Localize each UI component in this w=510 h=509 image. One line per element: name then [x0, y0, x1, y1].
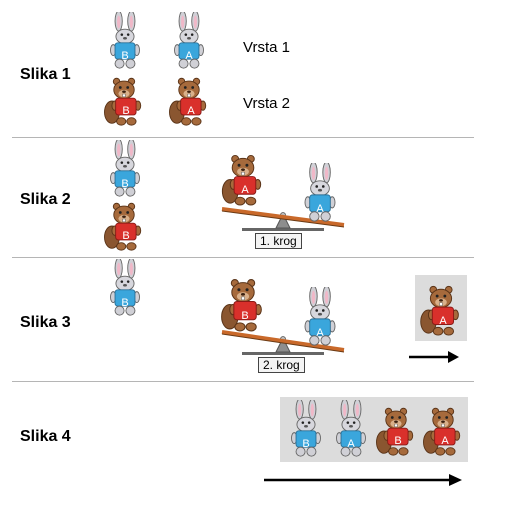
rabbit-b-figure: B [106, 140, 144, 198]
beaver-a-figure: A [221, 152, 265, 207]
shirt-letter: B [394, 435, 401, 447]
beaver-a-figure: A [168, 75, 210, 127]
shirt-letter: A [316, 327, 324, 339]
divider [12, 137, 474, 138]
slika-3-label: Slika 3 [20, 314, 71, 331]
shirt-letter: B [121, 178, 128, 190]
rabbit-a-figure: A [300, 287, 340, 347]
shirt-letter: B [241, 310, 248, 322]
krog-2-label: 2. krog [258, 357, 305, 373]
shirt-letter: B [121, 50, 128, 62]
rabbit-b-figure: B [106, 12, 144, 70]
vrsta-2-label: Vrsta 2 [243, 95, 290, 112]
divider [12, 381, 474, 382]
rabbit-a-figure: A [170, 12, 208, 70]
beaver-b-figure: B [103, 75, 145, 127]
arrow-right-icon [263, 473, 463, 487]
shirt-letter: A [187, 105, 195, 117]
slika-2-label: Slika 2 [20, 191, 71, 208]
divider [12, 257, 474, 258]
rabbit-a-figure: A [300, 163, 340, 223]
beaver-b-figure: B [103, 200, 145, 252]
shirt-letter: B [121, 297, 128, 309]
slika-1-label: Slika 1 [20, 66, 71, 83]
seesaw [218, 322, 348, 364]
shirt-letter: A [185, 50, 193, 62]
rabbit-b-figure: B [287, 400, 325, 458]
beaver-a-figure: A [418, 283, 464, 337]
beaver-a-figure: A [421, 405, 465, 457]
shirt-letter: B [122, 105, 129, 117]
shirt-letter: A [441, 435, 449, 447]
arrow-right-icon [408, 350, 460, 364]
shirt-letter: A [347, 438, 355, 450]
seesaw [218, 198, 348, 240]
rabbit-b-figure: B [106, 259, 144, 317]
shirt-letter: A [439, 315, 447, 327]
shirt-letter: B [122, 230, 129, 242]
krog-1-label: 1. krog [255, 233, 302, 249]
shirt-letter: A [316, 203, 324, 215]
shirt-letter: A [241, 184, 249, 196]
beaver-b-figure: B [220, 276, 266, 333]
vrsta-1-label: Vrsta 1 [243, 39, 290, 56]
shirt-letter: B [302, 438, 309, 450]
slika-4-label: Slika 4 [20, 428, 71, 445]
beaver-b-figure: B [374, 405, 418, 457]
rabbit-a-figure: A [332, 400, 370, 458]
